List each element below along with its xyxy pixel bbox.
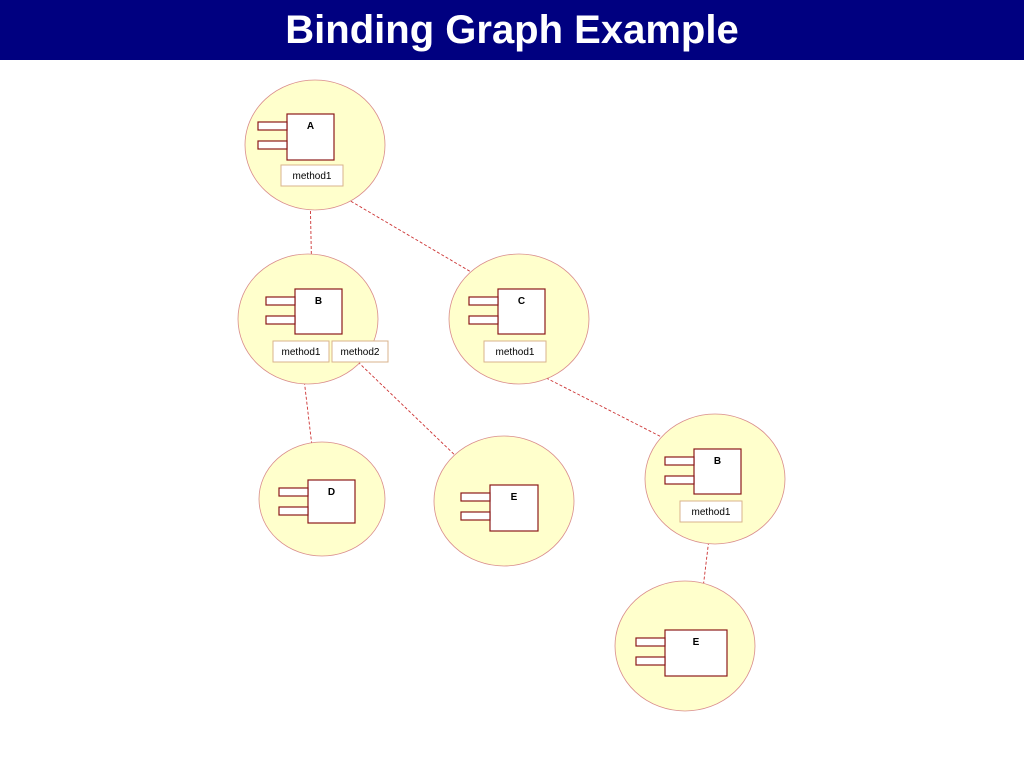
- method-port[interactable]: method1: [679, 500, 743, 523]
- method-box: [679, 500, 743, 523]
- component-tab: [278, 487, 309, 497]
- component-box: [497, 288, 546, 335]
- method-box: [483, 340, 547, 363]
- component-box: [286, 113, 335, 161]
- method-box: [280, 164, 344, 187]
- component-icon: [468, 288, 546, 335]
- component-tab: [257, 121, 288, 131]
- method-port[interactable]: method2: [331, 340, 389, 363]
- component-tab: [664, 475, 695, 485]
- component-box: [489, 484, 539, 532]
- component-tab: [460, 492, 491, 502]
- component-icon: [278, 479, 356, 524]
- method-port[interactable]: method1: [272, 340, 330, 363]
- slide-title: Binding Graph Example: [285, 8, 739, 52]
- component-label: B: [315, 296, 322, 307]
- edge-a-method1-to-c: [324, 185, 500, 289]
- component-label: E: [693, 637, 700, 648]
- component-box: [307, 479, 356, 524]
- component-icon: [265, 288, 343, 335]
- component-tab: [635, 656, 666, 666]
- title-bar: Binding Graph Example: [0, 0, 1024, 60]
- component-tab: [265, 315, 296, 325]
- method-label: method1: [496, 347, 535, 358]
- method-box: [331, 340, 389, 363]
- component-tab: [460, 511, 491, 521]
- component-box: [664, 629, 728, 677]
- component-box: [693, 448, 742, 495]
- component-tab: [468, 296, 499, 306]
- method-port[interactable]: method1: [280, 164, 344, 187]
- component-label: D: [328, 487, 335, 498]
- component-icon: [257, 113, 335, 161]
- node-d[interactable]: D: [258, 441, 386, 557]
- method-label: method1: [293, 171, 332, 182]
- component-icon: [460, 484, 539, 532]
- method-port[interactable]: method1: [483, 340, 547, 363]
- method-box: [272, 340, 330, 363]
- method-label: method2: [341, 347, 380, 358]
- component-tab: [257, 140, 288, 150]
- method-label: method1: [692, 507, 731, 518]
- component-icon: [664, 448, 742, 495]
- component-icon: [635, 629, 728, 677]
- component-tab: [635, 637, 666, 647]
- component-tab: [265, 296, 296, 306]
- component-label: E: [511, 492, 518, 503]
- node-e2[interactable]: E: [614, 580, 756, 712]
- method-label: method1: [282, 347, 321, 358]
- component-tab: [664, 456, 695, 466]
- component-box: [294, 288, 343, 335]
- component-label: A: [307, 121, 314, 132]
- component-tab: [468, 315, 499, 325]
- node-e1[interactable]: E: [433, 435, 575, 567]
- component-label: B: [714, 456, 721, 467]
- component-label: C: [518, 296, 525, 307]
- component-tab: [278, 506, 309, 516]
